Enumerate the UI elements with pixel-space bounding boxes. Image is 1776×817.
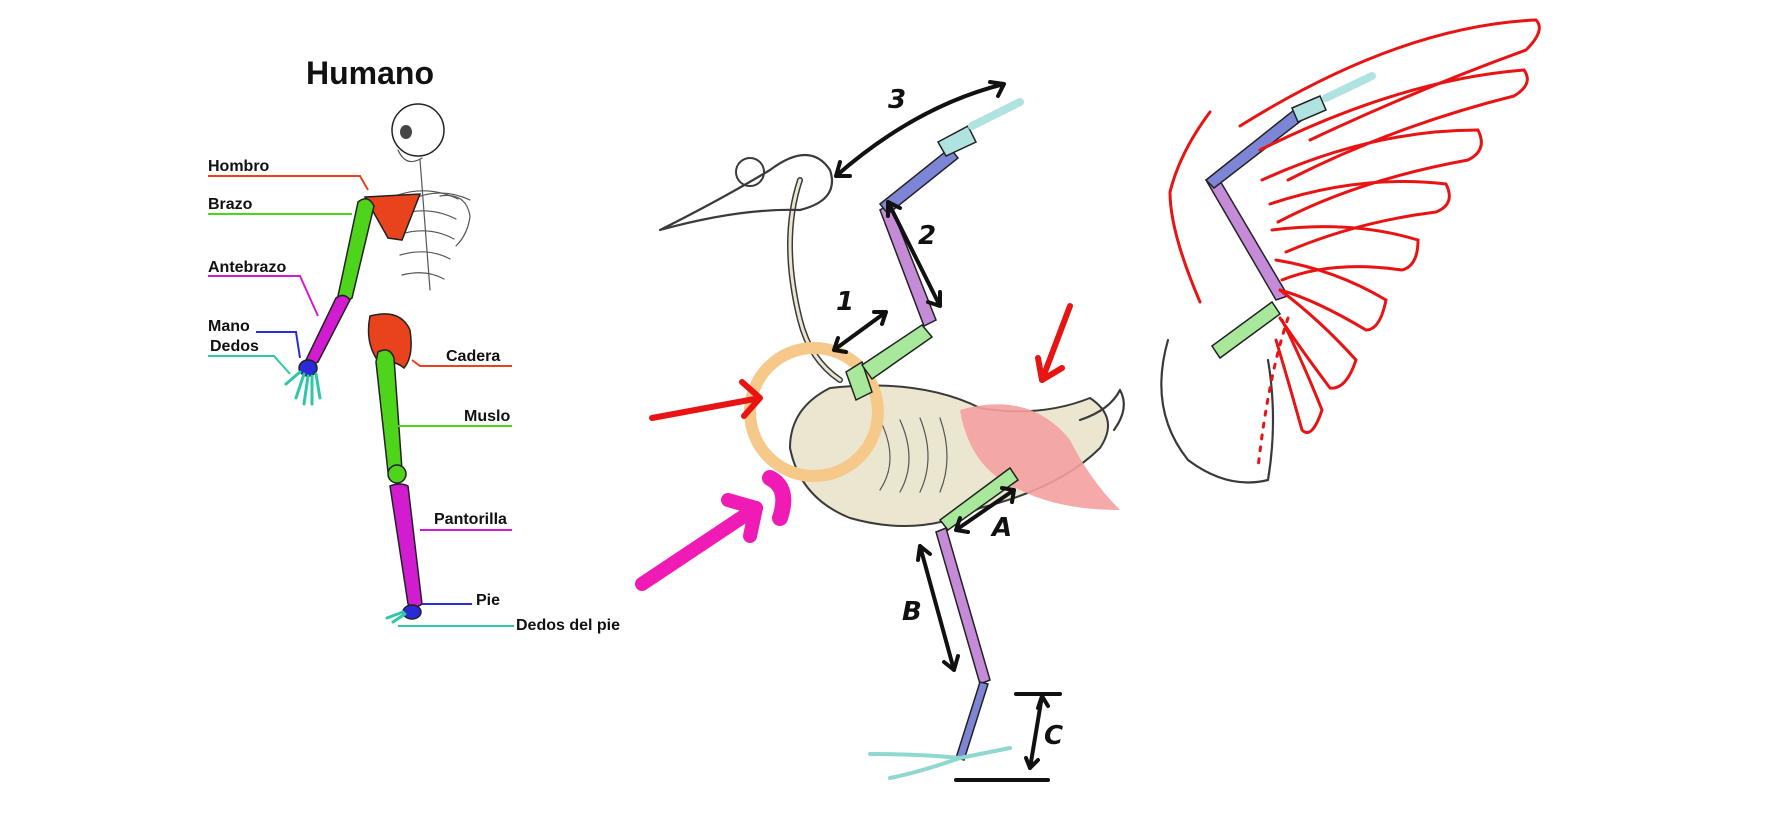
bird-toes [868, 746, 1012, 780]
wing-feathers [1168, 18, 1541, 434]
label-arm: Brazo [208, 196, 253, 213]
bird-thigh-muscle [960, 404, 1120, 510]
bird-forearm [878, 146, 960, 216]
measure-label-2: 2 [918, 221, 936, 251]
label-leader-lines [208, 175, 514, 627]
ribcage [397, 159, 471, 291]
measure-label-c: C [1044, 721, 1063, 751]
label-toes: Dedos del pie [516, 617, 620, 634]
bird-tarsus [955, 681, 989, 761]
measure-label-1: 1 [836, 287, 854, 317]
calf-bone [389, 483, 423, 608]
thigh-bone [375, 349, 403, 477]
label-calf: Pantorilla [434, 511, 507, 528]
bird-shoulder [845, 360, 873, 402]
measurement-arrows [832, 80, 1062, 782]
label-hip: Cadera [446, 348, 500, 365]
shoulder-bone [363, 193, 422, 241]
label-thigh: Muslo [464, 408, 510, 425]
label-foot: Pie [476, 592, 500, 609]
wing-dotted-edge [1256, 316, 1290, 470]
toe-bones [385, 610, 407, 624]
bird-femur [938, 466, 1020, 532]
bird-skull [658, 154, 834, 232]
bird-skeleton: 3 2 1 A B C [635, 80, 1125, 782]
wing-detail [1160, 18, 1541, 484]
measure-label-a: A [990, 513, 1012, 543]
label-hand: Mano [208, 318, 250, 335]
finger-bones [284, 370, 322, 406]
measure-label-b: B [902, 597, 922, 627]
hand-bone [298, 359, 318, 377]
label-shoulder: Hombro [208, 158, 270, 175]
human-skeleton: Humano [208, 55, 620, 634]
label-fingers: Dedos [210, 338, 259, 355]
magenta-arrow-icon [635, 493, 763, 591]
red-arrow-icon [649, 303, 1073, 421]
measure-label-3: 3 [888, 85, 906, 115]
skull-icon [391, 103, 445, 163]
label-forearm: Antebrazo [208, 259, 286, 276]
bird-wing-hand [936, 124, 978, 157]
page-title: Humano [306, 55, 434, 91]
foot-bone [402, 604, 422, 620]
